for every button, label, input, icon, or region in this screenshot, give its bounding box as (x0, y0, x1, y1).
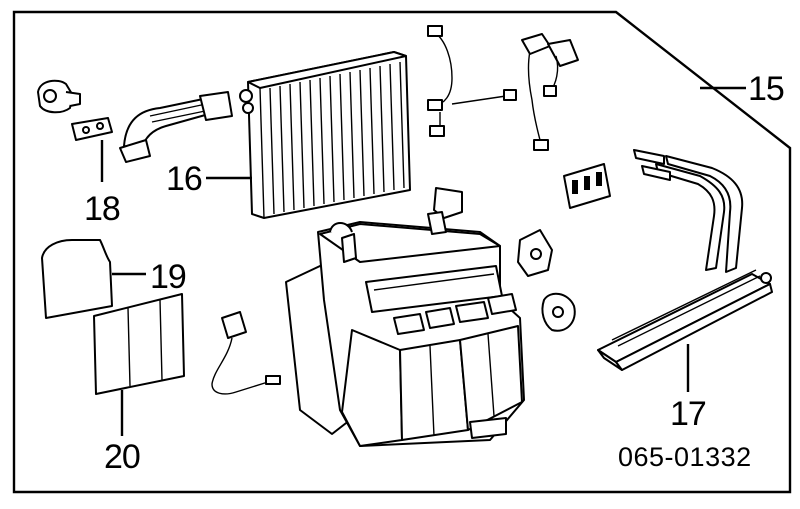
callout-20: 20 (104, 438, 140, 476)
diagram-code: 065-01332 (618, 442, 752, 472)
callout-16: 16 (166, 160, 202, 198)
callout-15: 15 (748, 70, 784, 108)
callout-19: 19 (150, 258, 186, 296)
servo-motor-icon (517, 229, 576, 332)
relay-connector-icon (563, 163, 611, 209)
air-filter-icon (93, 293, 185, 436)
evaporator-core-icon (206, 51, 411, 219)
filter-gasket-icon (41, 239, 146, 319)
callout-17: 17 (670, 395, 706, 433)
thermistor-sensor-icon (211, 311, 281, 395)
expansion-valve-icon (37, 79, 233, 182)
heater-core-icon (597, 149, 773, 392)
diagram-frame (12, 10, 792, 494)
callout-18: 18 (84, 190, 120, 228)
wire-harness-icon (427, 25, 579, 151)
heater-ac-unit-assembly-icon (285, 187, 525, 447)
